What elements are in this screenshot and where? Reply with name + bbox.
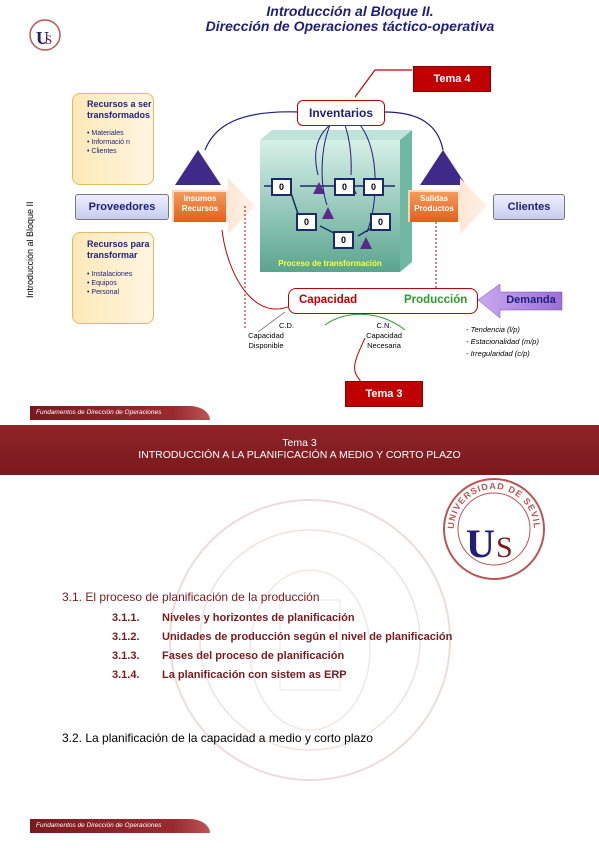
list-item: • Personal [87, 289, 120, 296]
capacidad-produccion-box: Capacidad Producción [288, 288, 478, 314]
watermark-seal [169, 499, 451, 781]
insumos-label: Insumos Recursos [174, 192, 226, 222]
svg-text:U: U [36, 28, 49, 48]
topic-banner: Tema 3 INTRODUCCIÓN A LA PLANIFICACIÓN A… [0, 425, 599, 475]
capacidad-label: Capacidad [299, 294, 358, 306]
inventory-node: 0 [370, 213, 391, 231]
demanda-list: - Tendencia (l/p) - Estacionalidad (m/p)… [466, 324, 576, 360]
salidas-label: Salidas Productos [410, 192, 458, 222]
triangle-right [420, 150, 466, 185]
list-item: • Clientes [87, 148, 117, 155]
proveedores-box: Proveedores [75, 194, 169, 220]
svg-text:U: U [466, 521, 495, 566]
svg-text:S: S [496, 531, 513, 564]
inventory-node: 0 [334, 178, 355, 196]
inventory-node: 0 [271, 178, 292, 196]
university-logo-small: U S [28, 18, 62, 52]
subsection-item[interactable]: 3.1.3. Fases del proceso de planificació… [112, 650, 345, 662]
section-3-1[interactable]: 3.1. El proceso de planificación de la p… [62, 590, 320, 604]
tema4-badge[interactable]: Tema 4 [413, 66, 491, 92]
university-logo: UNIVERSIDAD DE SEVILLA U S [436, 467, 548, 583]
subsection-item[interactable]: 3.1.1. Niveles y horizontes de planifica… [112, 612, 355, 624]
inventory-node: 0 [363, 178, 384, 196]
clientes-box: Clientes [493, 194, 565, 220]
title-line-2: Dirección de Operaciones táctico-operati… [205, 18, 495, 34]
produccion-label: Producción [404, 294, 468, 306]
section-3-2[interactable]: 3.2. La planificación de la capacidad a … [62, 731, 373, 745]
list-item: - Estacionalidad (m/p) [466, 337, 539, 346]
demanda-label: Demanda [506, 294, 556, 306]
slide-title: Introducción al Bloque II. Dirección de … [100, 4, 599, 34]
subsection-list: 3.1.1. Niveles y horizontes de planifica… [112, 611, 492, 682]
slide-footer: Fundamentos de Dirección de Operaciones [30, 406, 210, 420]
inventory-node: 0 [296, 213, 317, 231]
slide-footer: Fundamentos de Dirección de Operaciones [30, 819, 210, 833]
svg-text:S: S [45, 32, 52, 47]
recursos-transformados-box: Recursos a ser transformados • Materiale… [72, 93, 154, 185]
tema3-badge[interactable]: Tema 3 [345, 381, 423, 407]
slide-top: U S Introducción al Bloque II. Dirección… [0, 0, 599, 420]
cd-label: C.D. Capacidad Disponible [248, 321, 294, 350]
triangle-left [175, 150, 221, 185]
inventarios-box: Inventarios [297, 100, 385, 126]
proceso-label: Proceso de transformación [278, 259, 382, 268]
recursos-transformar-box: Recursos para transformar • Instalacione… [72, 232, 154, 324]
list-item: • Informació n [87, 139, 130, 146]
list-item: • Equipos [87, 280, 117, 287]
list-item: - Irregularidad (c/p) [466, 349, 530, 358]
list-item: - Tendencia (l/p) [466, 325, 520, 334]
list-item: • Instalaciones [87, 271, 133, 278]
list-item: • Materiales [87, 130, 124, 137]
subsection-item[interactable]: 3.1.2. Unidades de producción según el n… [112, 631, 453, 643]
subsection-item[interactable]: 3.1.4. La planificación con sistem as ER… [112, 669, 347, 681]
cn-label: C.N. Capacidad Necesaria [366, 321, 402, 350]
inventory-node: 0 [333, 231, 354, 249]
title-line-1: Introducción al Bloque II. [266, 3, 434, 19]
